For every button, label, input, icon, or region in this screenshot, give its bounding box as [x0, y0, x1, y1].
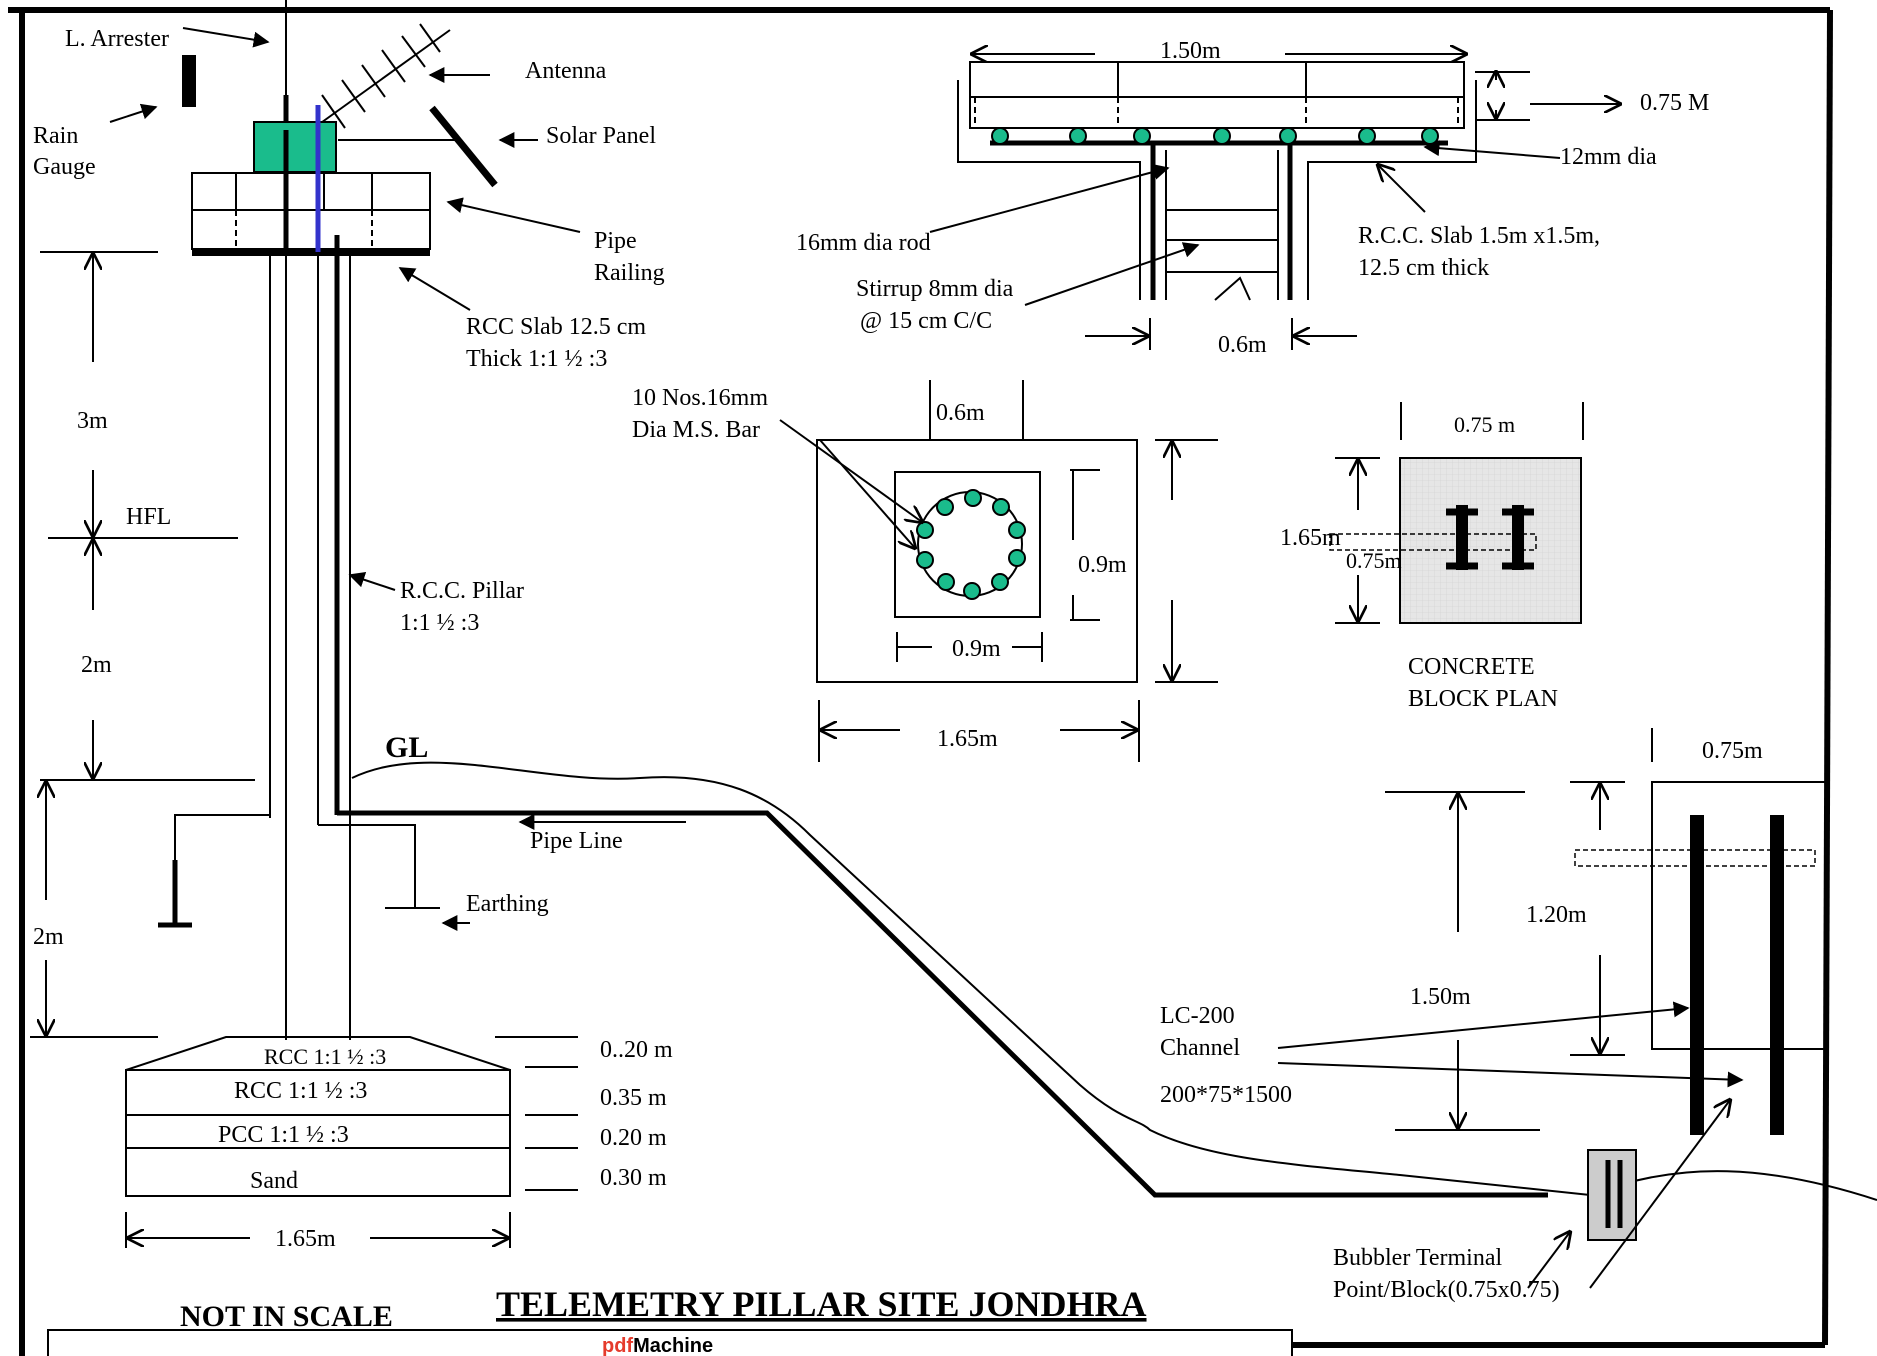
channel-elevation [1277, 728, 1829, 1135]
label-dim-3m: 3m [77, 408, 108, 434]
label-bars-1: 10 Nos.16mm [632, 385, 768, 411]
pillar-lines [269, 105, 351, 1040]
pipe-line [337, 810, 1548, 1198]
label-layer-pcc: PCC 1:1 ½ :3 [218, 1122, 349, 1148]
ground-line [351, 761, 1877, 1201]
slab-section [929, 54, 1620, 350]
label-pillar-1: R.C.C. Pillar [400, 578, 524, 604]
label-gl: GL [385, 731, 428, 764]
antenna [317, 23, 451, 129]
label-bars-2: Dia M.S. Bar [632, 417, 760, 443]
label-rcc-slab-2: Thick 1:1 ½ :3 [466, 346, 607, 372]
label-bub-2: Point/Block(0.75x0.75) [1333, 1277, 1560, 1303]
concrete-block-plan [1329, 402, 1584, 624]
elevation-dimensions [30, 251, 255, 1038]
label-slab-rcc-2: 12.5 cm thick [1358, 255, 1489, 281]
label-layer-sand: Sand [250, 1168, 298, 1194]
pipe-railing [191, 172, 431, 256]
label-ch-075: 0.75m [1702, 738, 1763, 764]
label-slab-16mm: 16mm dia rod [796, 230, 931, 256]
foundation-block [125, 1036, 578, 1248]
elevation-leaders [109, 27, 581, 591]
label-earthing: Earthing [466, 891, 549, 917]
label-stirrup-2: @ 15 cm C/C [860, 308, 992, 334]
earthing-left [158, 814, 270, 928]
label-slab-12mm: 12mm dia [1560, 144, 1657, 170]
label-ch-120: 1.20m [1526, 902, 1587, 928]
label-gauge: Gauge [33, 154, 96, 180]
label-cb-075: 0.75 m [1454, 412, 1515, 437]
label-layer-rcc: RCC 1:1 ½ :3 [234, 1078, 367, 1104]
label-t-020b: 0.20 m [600, 1125, 667, 1151]
drawing-title: TELEMETRY PILLAR SITE JONDHRA [496, 1284, 1147, 1324]
bubbler-terminal [1527, 1100, 1730, 1289]
label-l-arrester: L. Arrester [65, 26, 169, 52]
label-found-width: 1.65m [275, 1226, 336, 1252]
label-dim-2m-b: 2m [33, 924, 64, 950]
label-railing: Railing [594, 260, 665, 286]
label-lc-2: Channel [1160, 1035, 1240, 1061]
label-plan-165: 1.65m [937, 726, 998, 752]
label-hfl: HFL [126, 504, 171, 530]
label-bub-1: Bubbler Terminal [1333, 1245, 1503, 1271]
label-t-020a: 0..20 m [600, 1037, 673, 1063]
label-plan-06: 0.6m [936, 400, 985, 426]
label-slab-rcc-1: R.C.C. Slab 1.5m x1.5m, [1358, 223, 1600, 249]
label-rcc-slab-1: RCC Slab 12.5 cm [466, 314, 646, 340]
label-rain: Rain [33, 123, 78, 149]
label-layer-rcc-top: RCC 1:1 ½ :3 [264, 1044, 386, 1069]
label-ch-150: 1.50m [1410, 984, 1471, 1010]
label-lc-1: LC-200 [1160, 1003, 1235, 1029]
earthing-right [318, 824, 470, 931]
label-slab-075: 0.75 M [1640, 90, 1709, 116]
label-slab-150: 1.50m [1160, 38, 1221, 64]
label-cb-2: BLOCK PLAN [1408, 686, 1558, 712]
label-plan-09h: 0.9m [952, 636, 1001, 662]
solar-panel [338, 105, 498, 188]
label-antenna: Antenna [525, 58, 607, 84]
label-cb-165: 1.65m [1280, 525, 1341, 551]
pillar-plan [779, 380, 1218, 762]
watermark-bar: pdfMachine [47, 1329, 1293, 1356]
label-stirrup-1: Stirrup 8mm dia [856, 276, 1014, 302]
equipment-box [253, 121, 337, 173]
label-pillar-2: 1:1 ½ :3 [400, 610, 479, 636]
label-dim-2m-a: 2m [81, 652, 112, 678]
label-solar-panel: Solar Panel [546, 123, 656, 149]
rain-gauge [182, 55, 196, 107]
label-pipe: Pipe [594, 228, 637, 254]
label-cb-1: CONCRETE [1408, 654, 1535, 680]
watermark-text: pdfMachine [602, 1335, 713, 1356]
label-t-030: 0.30 m [600, 1165, 667, 1191]
label-slab-06: 0.6m [1218, 332, 1267, 358]
label-plan-09v: 0.9m [1078, 552, 1127, 578]
labels: L. Arrester Antenna Rain Gauge Solar Pan… [33, 26, 1763, 1333]
label-t-035: 0.35 m [600, 1085, 667, 1111]
label-not-in-scale: NOT IN SCALE [180, 1300, 393, 1333]
label-pipe-line: Pipe Line [530, 828, 623, 854]
page-frame [8, 7, 1833, 1356]
label-lc-3: 200*75*1500 [1160, 1082, 1292, 1108]
label-cb-075b: 0.75m [1346, 548, 1402, 573]
